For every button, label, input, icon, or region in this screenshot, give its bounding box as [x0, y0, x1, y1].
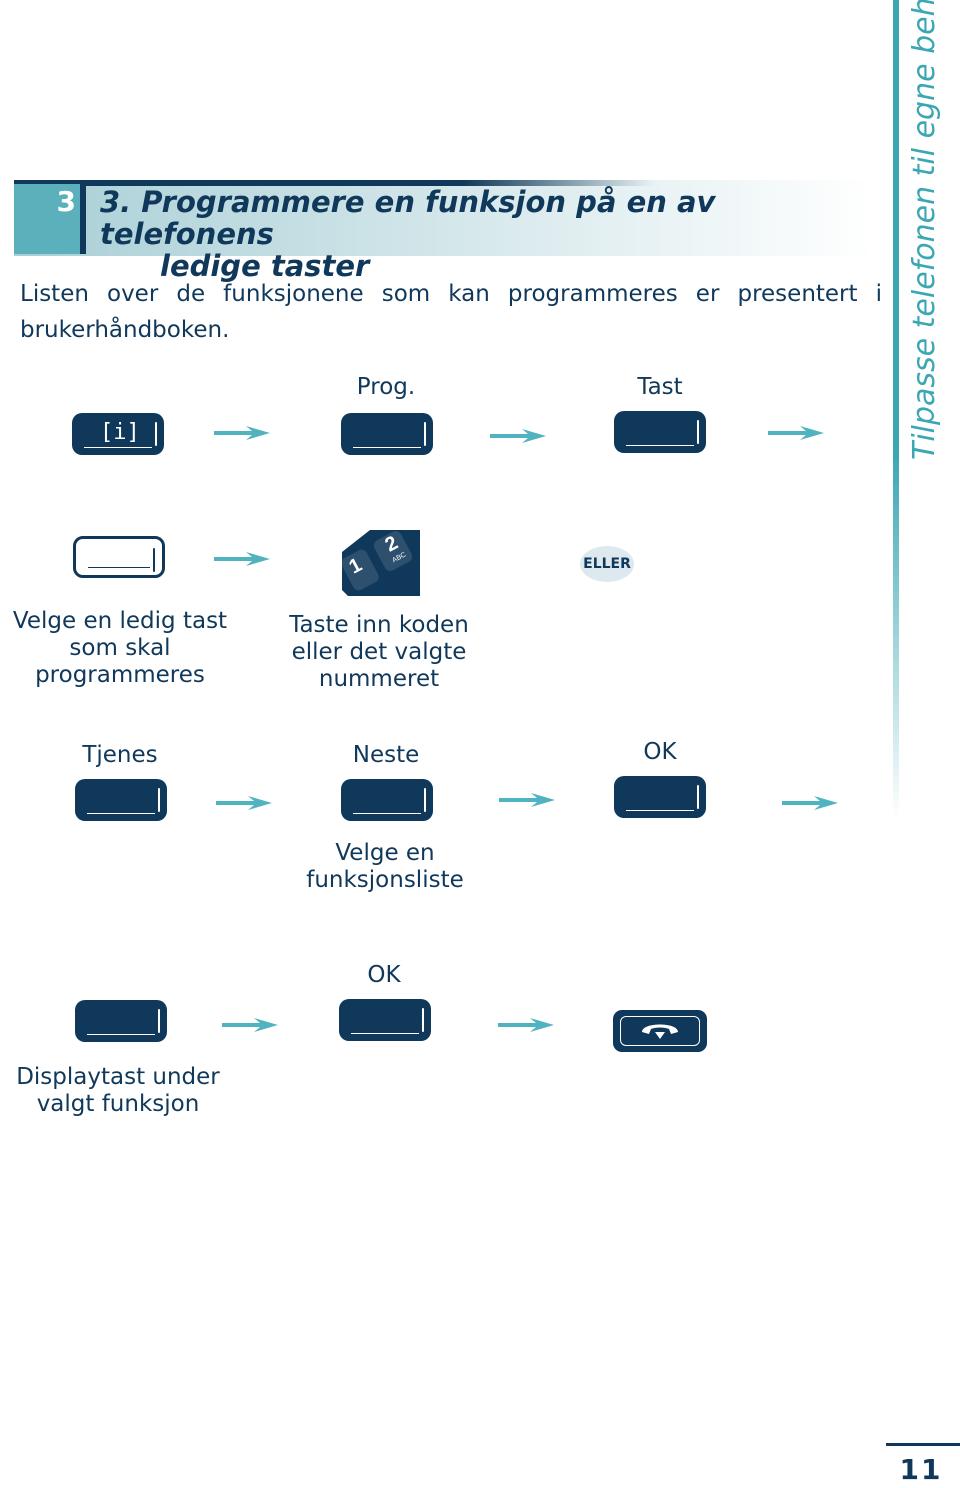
display-caption: Displaytast under valgt funksjon	[10, 1064, 226, 1118]
section-title-line2: ledige taster	[160, 249, 370, 283]
ok-label: OK	[643, 739, 677, 765]
caption-line: funksjonsliste	[306, 867, 464, 893]
or-label: ELLER	[583, 556, 631, 572]
section-title: 3. Programmere en funksjon på en av tele…	[100, 186, 870, 282]
arrow-icon	[214, 426, 270, 440]
caption-line: Velge en	[335, 840, 435, 866]
caption-line: Taste inn koden	[289, 612, 469, 638]
info-key-icon: [i]	[100, 420, 140, 445]
caption-line: programmeres	[35, 662, 205, 688]
tjenes-key[interactable]	[75, 779, 167, 821]
caption-line: eller det valgte	[291, 639, 467, 665]
caption-line: som skal	[69, 635, 171, 661]
info-key[interactable]: [i]	[72, 413, 164, 455]
arrow-icon	[490, 429, 546, 443]
prog-label: Prog.	[356, 374, 416, 400]
free-key-caption: Velge en ledig tast som skal programmere…	[10, 608, 230, 689]
arrow-icon	[216, 796, 272, 810]
prog-key[interactable]	[341, 413, 433, 455]
ok-key[interactable]	[614, 776, 706, 818]
tast-label: Tast	[637, 374, 683, 400]
keypad-caption: Taste inn koden eller det valgte nummere…	[268, 612, 490, 693]
tjenes-label: Tjenes	[82, 742, 158, 768]
arrow-icon	[782, 796, 838, 810]
section-header	[14, 180, 874, 256]
caption-line: valgt funksjon	[36, 1091, 200, 1117]
caption-line: nummeret	[318, 666, 440, 692]
page-number-rule	[886, 1443, 960, 1446]
intro-paragraph: Listen over de funksjonene som kan progr…	[20, 281, 882, 343]
arrow-icon	[498, 1018, 554, 1032]
side-rule	[893, 0, 899, 820]
keypad-icon: 1 2 ABC	[342, 530, 420, 596]
section-title-line1: 3. Programmere en funksjon på en av tele…	[100, 185, 716, 251]
hangup-icon	[642, 1024, 678, 1039]
section-divider	[80, 184, 86, 254]
neste-label: Neste	[352, 742, 420, 768]
arrow-icon	[768, 426, 824, 440]
or-badge	[580, 546, 634, 582]
section-tab	[14, 184, 80, 254]
section-tab-number: 3	[56, 185, 76, 218]
tast-key[interactable]	[614, 411, 706, 453]
arrow-icon	[499, 793, 555, 807]
arrow-icon	[214, 552, 270, 566]
side-chapter-title: Tilpasse telefonen til egne behov	[907, 0, 942, 460]
neste-caption: Velge en funksjonsliste	[290, 840, 480, 894]
ok-label: OK	[367, 962, 401, 988]
ok-key[interactable]	[339, 999, 431, 1041]
hangup-key[interactable]	[613, 1010, 707, 1052]
header-rule	[14, 180, 654, 186]
neste-key[interactable]	[341, 779, 433, 821]
caption-line: Displaytast under	[16, 1064, 220, 1090]
arrow-icon	[222, 1018, 278, 1032]
page-number: 11	[899, 1453, 943, 1486]
free-key[interactable]	[73, 536, 165, 578]
display-key[interactable]	[75, 1000, 167, 1042]
hangup-key-frame	[620, 1016, 700, 1046]
caption-line: Velge en ledig tast	[12, 608, 228, 634]
